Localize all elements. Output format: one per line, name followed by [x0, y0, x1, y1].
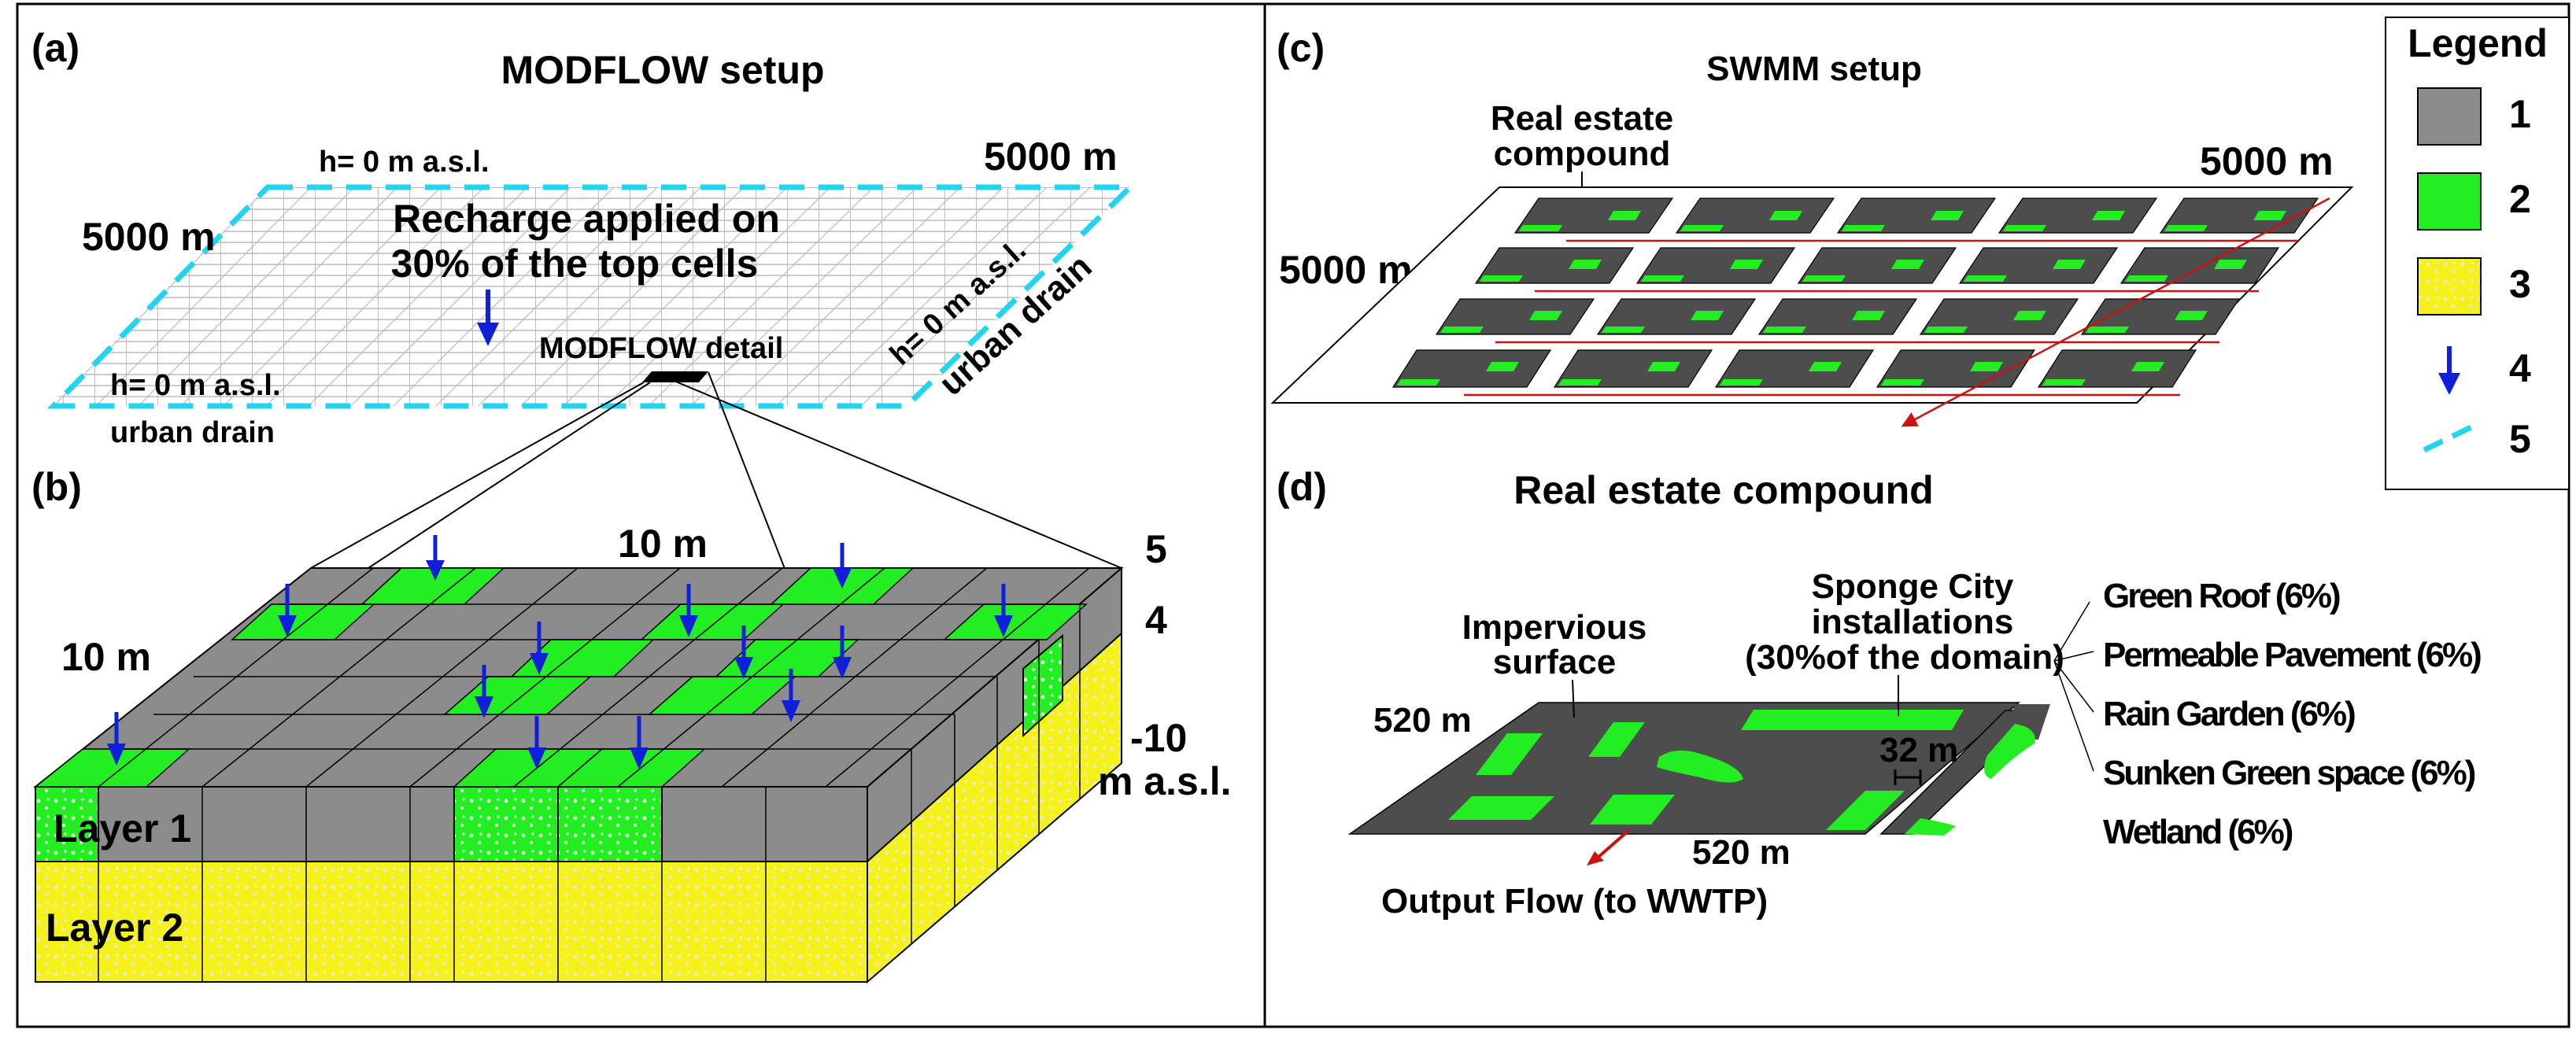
recharge-arrow-icon — [477, 290, 499, 346]
output-flow-label: Output Flow (to WWTP) — [1381, 882, 1768, 921]
dim-left-5000: 5000 m — [82, 215, 216, 259]
recharge-arrow-icon — [734, 625, 753, 679]
recharge-arrow-icon — [833, 625, 852, 679]
green-column — [453, 786, 559, 862]
modflow-detail-label: MODFLOW detail — [539, 332, 783, 365]
recharge-arrow-icon — [107, 712, 126, 766]
legend-label-4: 4 — [2509, 346, 2531, 390]
panel-b: (b) — [31, 465, 1232, 984]
dim-bottom-520: 520 m — [1692, 833, 1791, 872]
top-boundary-label: h= 0 m a.s.l. — [319, 146, 490, 179]
legend: Legend 1 2 3 4 5 — [2385, 17, 2570, 490]
recharge-arrow-icon — [426, 535, 445, 581]
sponge-label-3: (30%of the domain) — [1745, 638, 2064, 677]
recharge-text-1: Recharge applied on — [393, 197, 780, 241]
sponge-label-2: installations — [1812, 603, 2014, 641]
legend-label-1: 1 — [2509, 92, 2531, 136]
legend-label-2: 2 — [2509, 177, 2531, 221]
sponge-label-1: Sponge City — [1812, 567, 2014, 606]
legend-title: Legend — [2408, 21, 2548, 65]
legend-arrow-icon — [2438, 346, 2460, 395]
dim-top-5000-c: 5000 m — [2200, 139, 2334, 183]
elev-5: 5 — [1145, 527, 1167, 571]
installation-rain-garden: Rain Garden (6%) — [2103, 695, 2355, 733]
bottom-drain-label: urban drain — [110, 416, 275, 449]
dim-left-10: 10 m — [61, 635, 151, 679]
panel-c: (c) SWMM setup Real estate compound 5000… — [1270, 26, 2354, 427]
green-top-cells — [33, 567, 1088, 788]
panel-a-title: MODFLOW setup — [501, 48, 824, 92]
side-green-1 — [1984, 724, 2035, 779]
dim-left-520: 520 m — [1373, 701, 1472, 740]
legend-swatch-soil — [2417, 257, 2482, 315]
compound-grid — [1391, 197, 2319, 388]
recharge-arrow-icon — [527, 716, 546, 769]
panel-b-letter: (b) — [31, 465, 82, 509]
boundary-dashed — [46, 184, 1137, 409]
dim-top-5000: 5000 m — [984, 135, 1118, 179]
compound-label-1: Real estate — [1491, 99, 1673, 138]
recharge-arrow-icon — [679, 584, 698, 637]
compound-green-patches — [1397, 211, 2286, 386]
legend-swatch-impervious — [2417, 87, 2482, 146]
recharge-arrow-icon — [278, 584, 297, 637]
gap-marker — [1894, 769, 1922, 785]
bottom-boundary-label: h= 0 m a.s.l. — [110, 369, 281, 402]
dim-left-5000-c: 5000 m — [1279, 248, 1413, 292]
impervious-pointer — [1572, 679, 1575, 718]
panel-a-letter: (a) — [31, 26, 79, 70]
panel-d-letter: (d) — [1277, 465, 1327, 509]
installation-sunken-green-space: Sunken Green space (6%) — [2103, 754, 2475, 792]
recharge-arrow-icon — [475, 665, 493, 718]
legend-dashed-line — [2423, 420, 2481, 453]
panel-c-title: SWMM setup — [1706, 50, 1922, 88]
front-grid-lines — [98, 604, 1081, 982]
green-column-side — [1022, 633, 1063, 738]
dim-top-10: 10 m — [618, 522, 708, 566]
recharge-arrow-icon — [630, 716, 649, 769]
recharge-arrow-icon — [994, 584, 1013, 637]
legend-swatch-green — [2417, 172, 2482, 231]
flow-network — [1464, 197, 2330, 427]
elev-4: 4 — [1145, 598, 1167, 642]
compound-installations — [1448, 710, 1964, 830]
layer1-label: Layer 1 — [54, 806, 191, 851]
installation-green-roof: Green Roof (6%) — [2103, 577, 2340, 615]
output-flow-arrow-icon — [1587, 828, 1631, 865]
installation-wetland: Wetland (6%) — [2103, 813, 2293, 851]
modflow-grid-lines — [53, 186, 1119, 407]
layer2-label: Layer 2 — [46, 906, 183, 950]
recharge-arrow-icon — [782, 669, 800, 722]
panel-c-letter: (c) — [1277, 26, 1325, 70]
recharge-text-2: 30% of the top cells — [391, 242, 759, 286]
impervious-label-1: Impervious — [1462, 608, 1647, 647]
recharge-arrows — [107, 535, 1013, 769]
elev-minus10: -10 — [1130, 716, 1187, 760]
impervious-label-2: surface — [1493, 643, 1617, 681]
green-column — [557, 786, 663, 862]
compound-label-2: compound — [1494, 135, 1671, 173]
installation-fan-lines — [2053, 601, 2094, 772]
legend-label-5: 5 — [2509, 417, 2531, 461]
recharge-arrow-icon — [833, 543, 852, 589]
installation-permeable-pavement: Permeable Pavement (6%) — [2103, 636, 2481, 674]
panel-d: (d) Real estate compound Impervious surf… — [1277, 465, 2483, 921]
side-green-2 — [1905, 818, 1956, 836]
figure-frame — [16, 2, 2570, 1028]
dim-gap-32: 32 m — [1879, 731, 1958, 769]
recharge-arrow-icon — [530, 622, 549, 675]
elev-unit: m a.s.l. — [1098, 759, 1232, 803]
top-grid-lines — [98, 567, 1090, 788]
panel-a: (a) MODFLOW setup h= — [31, 26, 1137, 782]
panel-d-title: Real estate compound — [1513, 468, 1933, 512]
legend-label-3: 3 — [2509, 262, 2531, 306]
